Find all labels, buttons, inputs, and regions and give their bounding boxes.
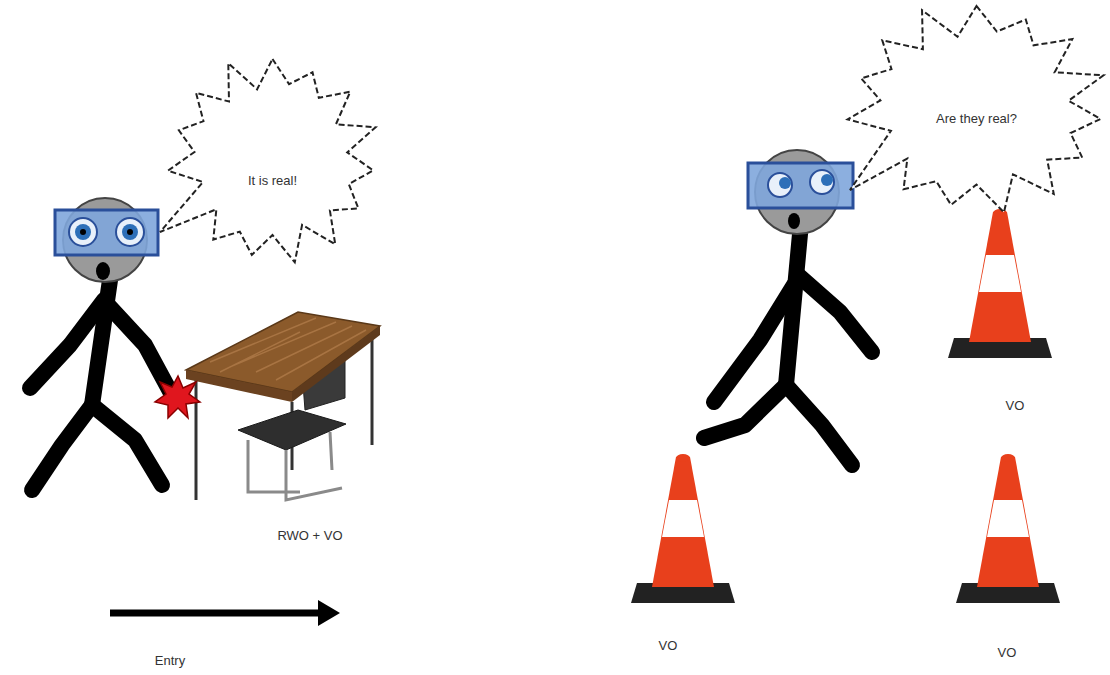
leg: [704, 385, 786, 438]
iris: [75, 224, 91, 240]
mouth: [96, 262, 110, 280]
bubble-text: Are they real?: [936, 111, 1017, 126]
desk-edge: [186, 370, 292, 402]
bubble-border: [848, 6, 1104, 212]
eye: [116, 218, 144, 246]
leg: [32, 405, 92, 490]
arm: [30, 300, 104, 388]
pupil: [127, 229, 133, 235]
eye: [69, 218, 97, 246]
figure-label: VO: [1006, 398, 1025, 413]
arrow-shaft: [110, 610, 322, 617]
desk-leg: [371, 338, 374, 445]
iris: [821, 174, 833, 186]
bubble-outline: [845, 2, 1108, 215]
arm: [108, 305, 172, 395]
bubble-border: [160, 59, 376, 262]
mouth: [788, 213, 800, 229]
bubble-text: It is real!: [248, 173, 297, 188]
pupil: [80, 229, 86, 235]
iris: [779, 177, 791, 189]
stick-figure: [30, 198, 172, 490]
arrow-head: [318, 600, 340, 626]
iris: [122, 224, 138, 240]
wood-grain: [210, 318, 366, 380]
traffic-cone: [956, 454, 1060, 603]
vr-headset: [55, 210, 158, 255]
figure-label: VO: [998, 645, 1017, 660]
speech-bubble: It is real!: [165, 55, 380, 265]
collision-burst: [155, 376, 200, 418]
figure-label: VO: [659, 638, 678, 653]
figure-label: RWO + VO: [277, 528, 342, 543]
traffic-cone: [948, 209, 1052, 358]
eye: [810, 170, 834, 194]
eye: [768, 173, 792, 197]
stick-figure: [704, 150, 872, 465]
speech-bubble: Are they real?: [845, 2, 1108, 215]
figure-body: [30, 280, 172, 490]
desk-with-chair: [186, 312, 380, 500]
bubble-outline: [165, 55, 380, 265]
chair-frame: [248, 432, 342, 500]
entry-arrow: [110, 600, 340, 626]
leg: [786, 385, 852, 465]
figure-label: Entry: [155, 653, 185, 668]
desk-leg: [195, 378, 198, 500]
arm: [798, 275, 872, 352]
vr-headset: [748, 163, 853, 208]
leg: [92, 405, 162, 485]
traffic-cone: [631, 454, 735, 603]
figure-body: [704, 234, 872, 465]
